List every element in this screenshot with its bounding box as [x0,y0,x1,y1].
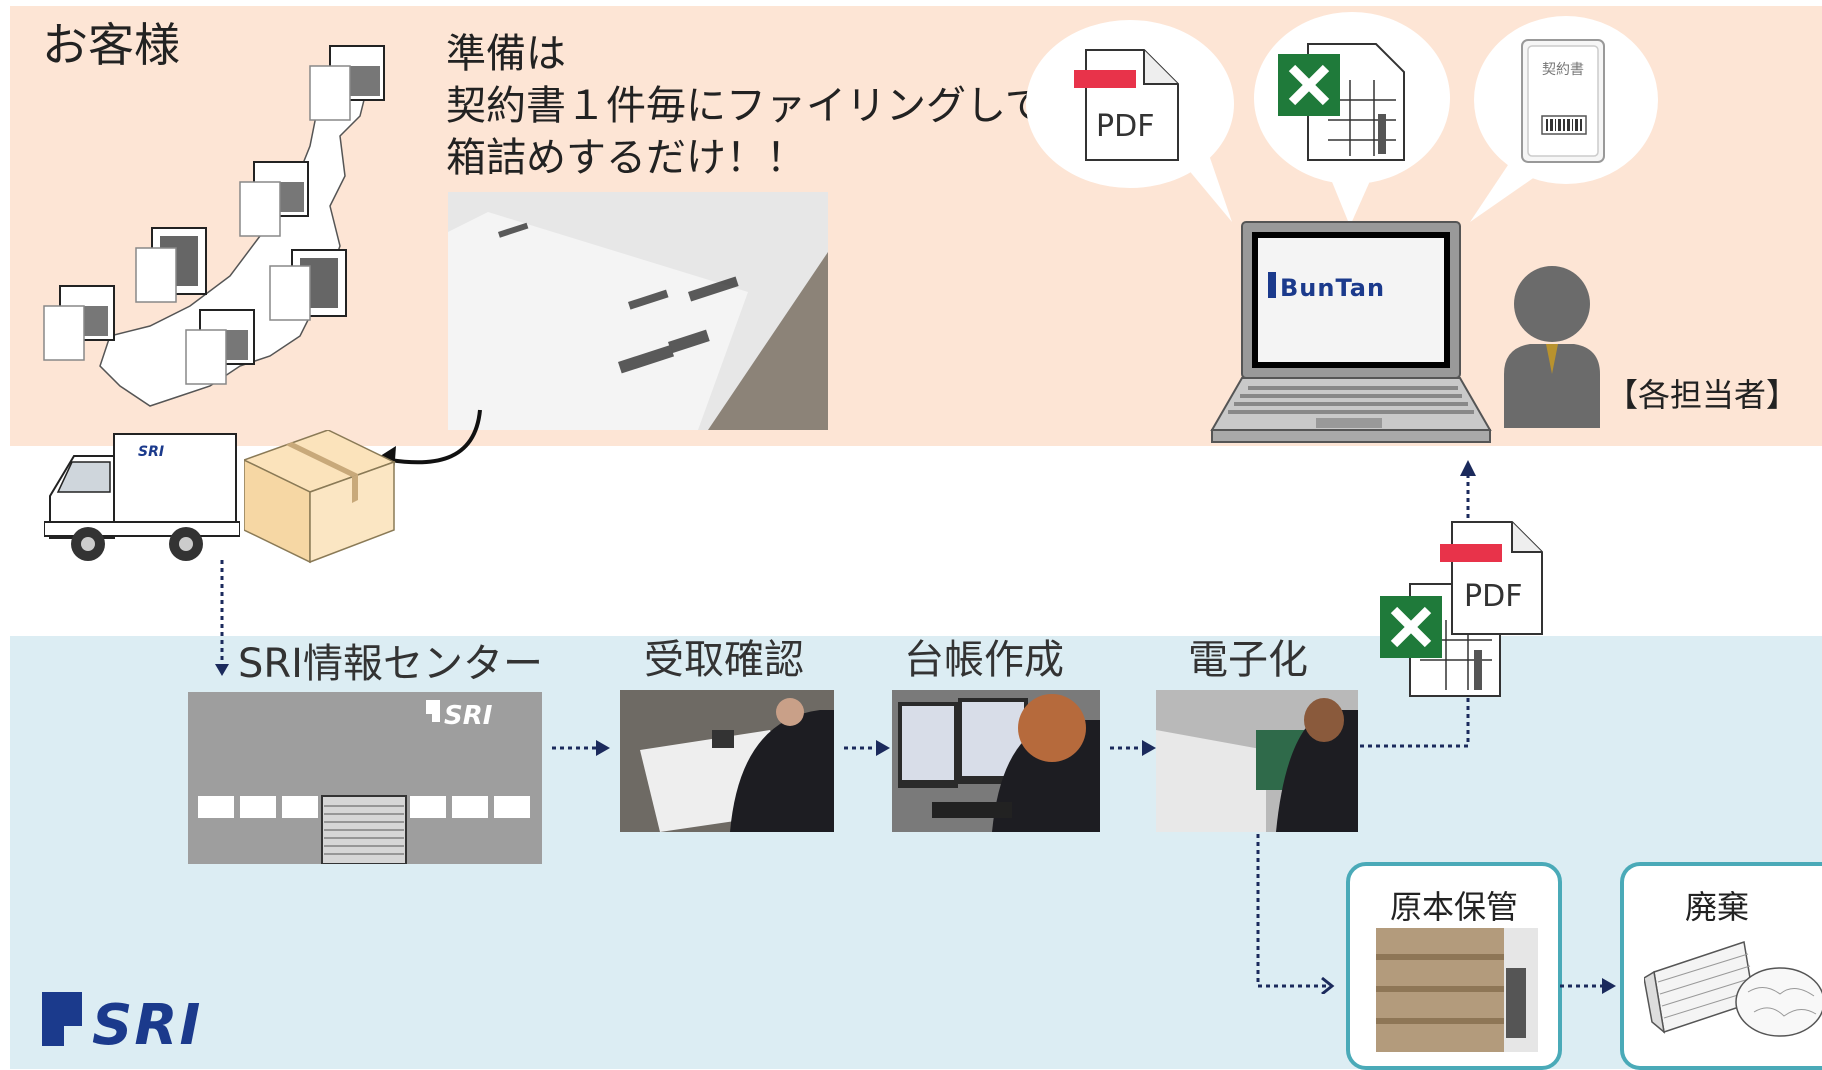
preparation-text: 準備は 契約書１件毎にファイリングして 箱詰めするだけ！！ [446,28,1045,184]
truck-logo: SRI [138,444,164,460]
prep-line-1: 準備は [446,31,566,77]
shredded-paper-icon [1644,941,1822,1037]
output-pdf-text: PDF [1464,579,1522,614]
step-receipt-check-title: 受取確認 [644,637,804,683]
step-digitization-title: 電子化 [1188,637,1308,683]
prep-line-3: 箱詰めするだけ！！ [446,135,806,181]
receipt-check-photo [620,690,834,832]
arrow-3 [1110,740,1156,756]
ledger-creation-photo [892,690,1100,832]
archive-shelves-photo [1376,928,1538,1052]
disposal-label: 廃棄 [1684,888,1749,926]
original-storage-box: 原本保管 [1346,862,1562,1070]
pdf-text: PDF [1096,109,1154,144]
truck-to-center-connector [215,560,229,676]
customer-title: お客様 [42,18,180,72]
sri-center-title: SRI情報センター [238,641,543,687]
digitization-photo [1156,690,1358,832]
japan-map-illustration [43,45,385,407]
pdf-icon: PDF [1074,49,1179,161]
disposal-box: 廃棄 [1620,862,1822,1070]
storage-label: 原本保管 [1389,888,1518,926]
sri-center-building: SRI [188,692,542,864]
delivery-truck-icon: SRI [44,433,240,561]
prep-line-2: 契約書１件毎にファイリングして [446,83,1045,129]
step-ledger-creation-title: 台帳作成 [904,637,1064,683]
storage-to-disposal-arrow [1560,978,1616,994]
excel-icon [1278,43,1405,161]
sri-logo: SRI [42,992,202,1050]
building-group [43,45,385,385]
person-icon [1504,266,1600,428]
building-sri-logo: SRI [444,701,493,731]
output-files-icon: PDF [1380,521,1543,697]
person-role-label: 【各担当者】 [1606,376,1799,414]
filed-contracts-photo [448,192,828,430]
laptop-brand: BunTan [1280,274,1385,302]
digitization-to-storage-connector [1256,834,1335,994]
contract-document-icon: 契約書 [1521,39,1605,163]
arrow-1 [552,740,610,756]
arrow-2 [844,740,890,756]
digitization-to-output-connector [1360,698,1470,748]
cardboard-box-icon [244,430,396,564]
contract-doc-label: 契約書 [1542,62,1584,78]
sri-logo-text: SRI [92,993,202,1050]
laptop-icon: BunTan [1210,221,1492,443]
